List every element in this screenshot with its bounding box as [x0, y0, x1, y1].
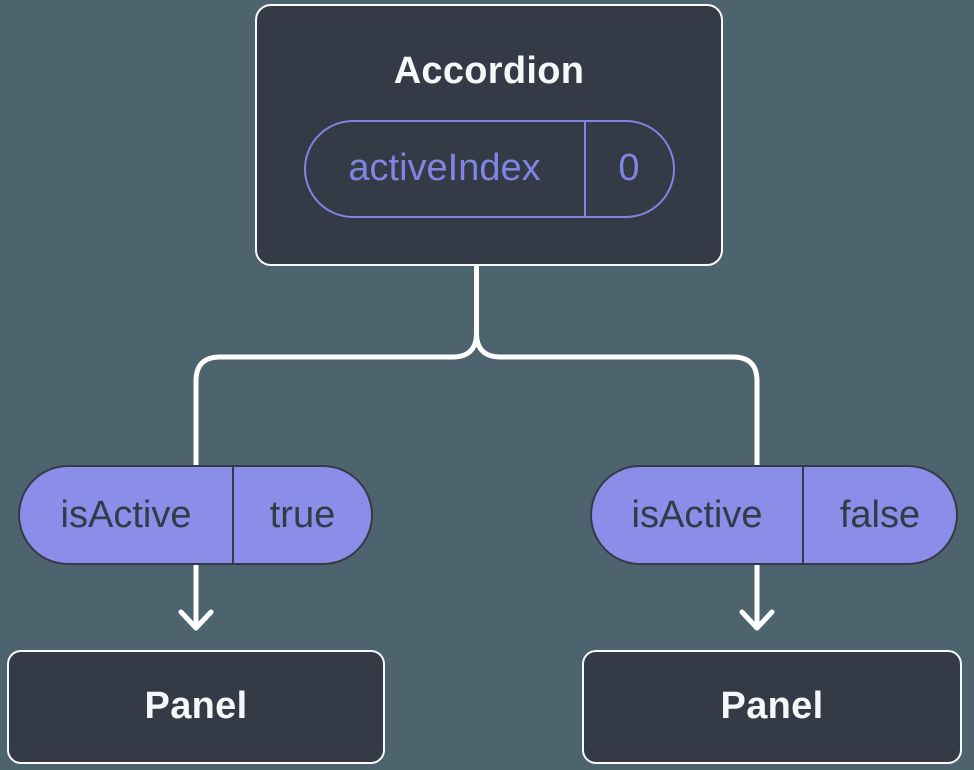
prop-pill-value: false	[839, 493, 921, 536]
branch-left-line	[193, 261, 479, 471]
prop-pill-name: isActive	[20, 467, 234, 563]
panel-node-left: Panel	[7, 650, 385, 764]
prop-pill-is-active-right: isActive false	[590, 465, 958, 565]
panel-title: Panel	[144, 685, 248, 728]
accordion-title: Accordion	[393, 50, 585, 92]
arrow-right-head-icon	[739, 609, 775, 631]
state-pill-value: 0	[618, 147, 640, 190]
panel-node-right: Panel	[582, 650, 962, 764]
branch-right-line	[474, 261, 760, 471]
arrow-left-head-icon	[178, 609, 214, 631]
accordion-node: Accordion activeIndex 0	[255, 4, 723, 266]
state-pill-active-index: activeIndex 0	[303, 119, 675, 218]
state-pill-name: activeIndex	[306, 121, 586, 216]
prop-pill-value: true	[269, 493, 336, 536]
prop-pill-is-active-left: isActive true	[18, 465, 373, 565]
prop-pill-name: isActive	[592, 467, 804, 563]
panel-title: Panel	[720, 685, 824, 728]
